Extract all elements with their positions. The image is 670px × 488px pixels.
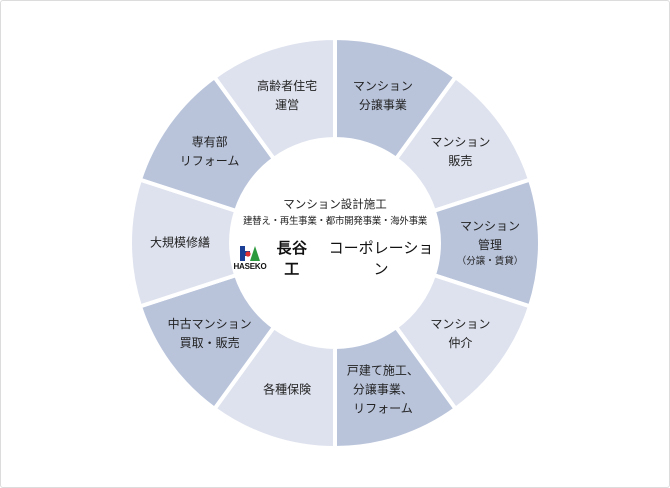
segment-label-line: 戸建て施工、 (346, 363, 419, 378)
segment-label-line: 高齢者住宅 (257, 78, 318, 93)
segment-label-line: 運営 (275, 97, 300, 112)
segment-label: 中古マンション買取・販売 (155, 315, 265, 353)
haseko-logo-icon: HASEKO (233, 245, 267, 271)
segment-label: 大規模修繕 (125, 234, 235, 253)
segment-label-line: マンション (430, 317, 491, 332)
segment-label-line: 分譲事業、 (352, 382, 413, 397)
center-title: マンション設計施工 (283, 197, 387, 211)
logo-name: 長谷工 (276, 239, 308, 278)
segment-label-line: 管理 (477, 238, 502, 252)
segment-label-line: リフォーム (179, 153, 240, 168)
center-circle: マンション設計施工 建替え・再生事業・都市開発事業・海外事業 HASEKO 長谷… (233, 195, 435, 279)
ring-segment (211, 35, 337, 162)
segment-label-line: マンション (459, 219, 520, 233)
segment-label: 高齢者住宅運営 (232, 77, 342, 115)
segment-label-line: 専有部 (191, 134, 228, 149)
segment-label-line: 各種保険 (263, 382, 312, 397)
center-disc (233, 141, 437, 345)
segment-label: マンション分譲事業 (328, 77, 438, 115)
segment-label-line: リフォーム (353, 401, 413, 416)
logo-suffix: コーポレーション (328, 239, 434, 278)
segment-label: マンション仲介 (405, 315, 515, 353)
logo-small-text: HASEKO (233, 262, 267, 271)
segment-label-line: 仲介 (448, 336, 473, 351)
segment-label-sub: （分譲・賃貸） (456, 256, 524, 267)
segment-label: マンション管理 （分譲・賃貸） (435, 217, 545, 269)
segment-label-line: 分譲事業 (358, 97, 407, 112)
segment-label-line: 中古マンション (167, 317, 252, 332)
segment-label-line: 販売 (448, 153, 473, 168)
segment-label-line: マンション (352, 78, 413, 93)
segment-label: マンション販売 (405, 133, 515, 171)
company-logo: HASEKO 長谷工 コーポレーション (233, 237, 435, 279)
segment-label-line: 買取・販売 (179, 336, 240, 351)
center-subtitle: 建替え・再生事業・都市開発事業・海外事業 (242, 216, 427, 227)
segment-label-line: マンション (430, 134, 491, 149)
segment-label-line: 大規模修繕 (149, 235, 210, 250)
segment-label: 専有部リフォーム (155, 133, 265, 171)
segment-label: 戸建て施工、分譲事業、リフォーム (328, 362, 438, 419)
segment-label: 各種保険 (232, 381, 342, 400)
